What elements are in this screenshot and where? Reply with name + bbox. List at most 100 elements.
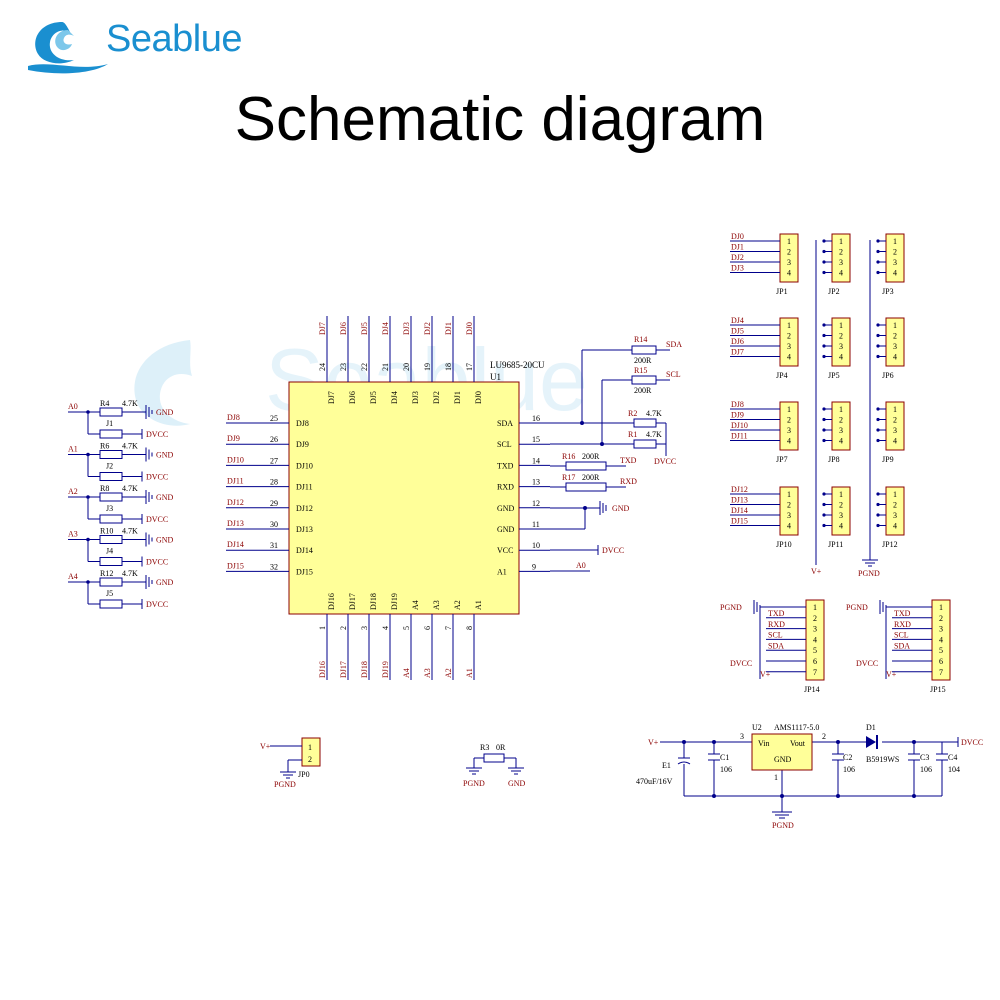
svg-text:J2: J2	[106, 462, 113, 471]
svg-text:4.7K: 4.7K	[122, 442, 138, 451]
svg-text:1: 1	[893, 490, 897, 499]
svg-text:DJ1: DJ1	[453, 391, 462, 404]
svg-text:3: 3	[740, 732, 744, 741]
svg-text:1: 1	[839, 237, 843, 246]
svg-text:30: 30	[270, 520, 278, 529]
svg-text:J4: J4	[106, 547, 113, 556]
svg-text:5: 5	[939, 646, 943, 655]
svg-text:4.7K: 4.7K	[122, 484, 138, 493]
c1-ref: C1	[720, 753, 729, 762]
svg-text:GND: GND	[156, 408, 174, 417]
svg-text:4: 4	[787, 522, 791, 531]
right-net-labels: R14 200R SDA R15 200R SCL R2 4.7K R1 4.7…	[562, 335, 682, 570]
svg-text:2: 2	[787, 501, 791, 510]
svg-text:JP6: JP6	[882, 371, 894, 380]
svg-text:4.7K: 4.7K	[122, 569, 138, 578]
rxd-net: RXD	[620, 477, 637, 486]
svg-text:JP3: JP3	[882, 287, 894, 296]
svg-text:A3: A3	[432, 600, 441, 610]
svg-text:5: 5	[813, 646, 817, 655]
svg-text:DJ10: DJ10	[227, 455, 244, 464]
chip-body	[288, 381, 520, 615]
svg-text:DJ19: DJ19	[381, 661, 390, 678]
svg-text:DVCC: DVCC	[856, 659, 878, 668]
svg-text:3: 3	[787, 511, 791, 520]
header-vplus-label: V+	[811, 567, 822, 576]
svg-text:DVCC: DVCC	[146, 558, 168, 567]
svg-text:32: 32	[270, 562, 278, 571]
svg-text:7: 7	[444, 626, 453, 630]
svg-text:4: 4	[381, 626, 390, 630]
svg-text:GND: GND	[156, 493, 174, 502]
svg-text:15: 15	[532, 435, 540, 444]
u2-pin-gnd: GND	[774, 755, 792, 764]
svg-text:22: 22	[360, 363, 369, 371]
r3-name: R3	[480, 743, 489, 752]
svg-text:2: 2	[893, 248, 897, 257]
svg-text:2: 2	[893, 416, 897, 425]
svg-text:SCL: SCL	[894, 631, 909, 640]
jp0-vplus: V+	[260, 742, 271, 751]
svg-text:DJ15: DJ15	[296, 567, 313, 576]
scl-net: SCL	[666, 370, 681, 379]
svg-text:DJ8: DJ8	[227, 413, 240, 422]
svg-text:JP5: JP5	[828, 371, 840, 380]
r3-value: 0R	[496, 743, 506, 752]
svg-text:SDA: SDA	[894, 641, 910, 650]
power-vin-net: V+	[648, 738, 659, 747]
svg-text:4: 4	[813, 635, 817, 644]
svg-text:5: 5	[402, 626, 411, 630]
svg-text:DJ6: DJ6	[731, 337, 744, 346]
svg-text:DJ7: DJ7	[318, 322, 327, 335]
svg-text:DJ11: DJ11	[227, 477, 244, 486]
svg-text:7: 7	[939, 668, 943, 677]
svg-text:3: 3	[839, 511, 843, 520]
svg-text:GND: GND	[156, 536, 174, 545]
svg-text:DJ14: DJ14	[731, 506, 748, 515]
svg-text:DJ14: DJ14	[296, 546, 313, 555]
power-dvcc-net: DVCC	[961, 738, 983, 747]
gnd-net-u1: GND	[612, 504, 630, 513]
dvcc-net-u1: DVCC	[654, 457, 676, 466]
svg-text:R6: R6	[100, 442, 109, 451]
svg-text:24: 24	[318, 363, 327, 371]
svg-text:1: 1	[774, 773, 778, 782]
u2-pin-vout: Vout	[790, 739, 806, 748]
e1-ref: E1	[662, 761, 671, 770]
svg-text:3: 3	[787, 342, 791, 351]
svg-text:V+: V+	[760, 670, 771, 679]
header-pgnd-label: PGND	[858, 569, 880, 578]
svg-text:4: 4	[839, 269, 843, 278]
c4-ref: C4	[948, 753, 957, 762]
svg-text:2: 2	[787, 248, 791, 257]
svg-text:DJ6: DJ6	[339, 322, 348, 335]
r14-label: R14	[634, 335, 647, 344]
svg-text:DJ17: DJ17	[348, 593, 357, 610]
svg-text:A4: A4	[411, 600, 420, 610]
svg-text:DJ15: DJ15	[731, 517, 748, 526]
vcc-net-u1: DVCC	[602, 546, 624, 555]
d1-ref: D1	[866, 723, 876, 732]
svg-text:20: 20	[402, 363, 411, 371]
svg-text:1: 1	[787, 237, 791, 246]
svg-text:1: 1	[308, 743, 312, 752]
svg-text:31: 31	[270, 541, 278, 550]
svg-text:DJ3: DJ3	[402, 322, 411, 335]
svg-text:DJ8: DJ8	[731, 400, 744, 409]
svg-text:SCL: SCL	[497, 440, 512, 449]
svg-text:1: 1	[893, 237, 897, 246]
svg-text:R12: R12	[100, 569, 113, 578]
svg-text:DJ14: DJ14	[227, 540, 244, 549]
svg-text:DJ18: DJ18	[360, 661, 369, 678]
svg-text:DJ11: DJ11	[296, 483, 313, 492]
